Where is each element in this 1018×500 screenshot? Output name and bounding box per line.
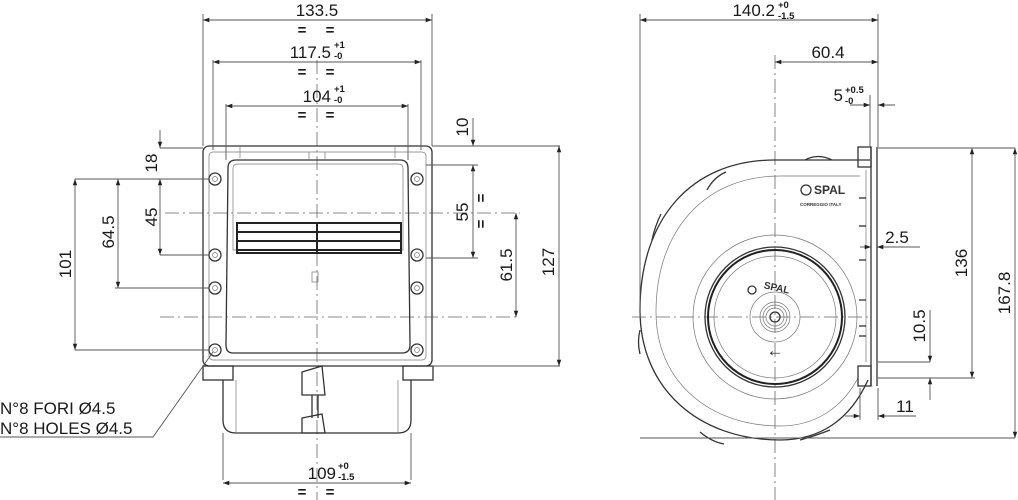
wheel-brand-label: SPAL (763, 280, 791, 296)
rotation-arrow-icon: ← (767, 341, 784, 360)
symmetry-mark: = (298, 107, 307, 124)
symmetry-mark: = (326, 64, 335, 81)
dim-overall-height: 127 (539, 248, 558, 276)
tol-minus: -1.5 (778, 11, 795, 22)
dim-wall-gap: 2.5 (885, 228, 909, 247)
impeller-blades-icon (236, 222, 402, 254)
holes-note-it: N°8 FORI Ø4.5 (0, 399, 115, 418)
dim-hole-spacing-mid: 64.5 (99, 215, 118, 248)
dim-flange-thickness: 5 (834, 86, 843, 105)
symmetry-mark: = (326, 22, 335, 39)
mounting-holes (208, 172, 424, 357)
dim-top-offset: 18 (142, 154, 161, 173)
symmetry-mark: = (473, 219, 490, 228)
dim-overall-depth: 140.2 (732, 1, 775, 20)
dim-outlet-height: 55 (453, 203, 472, 222)
dim-hole-spacing-upper: 45 (142, 208, 161, 227)
dim-center-offset: 61.5 (497, 248, 516, 281)
tol-plus: +1 (334, 84, 346, 95)
symmetry-mark: = (298, 64, 307, 81)
side-view: SPAL ← SPAL CORREGGIO ITALY (632, 0, 1018, 500)
dim-hole-spacing-outer: 101 (56, 250, 75, 278)
symmetry-mark: = (298, 484, 307, 500)
front-view: 133.5 = = 117.5 +1 -0 = = 104 +1 -0 = = … (0, 1, 562, 500)
symmetry-mark: = (326, 484, 335, 500)
tol-plus: +1 (334, 40, 346, 51)
dim-overall-width: 133.5 (296, 1, 339, 20)
dim-hole-spacing-width: 104 (303, 87, 331, 106)
symmetry-mark: = (473, 193, 490, 202)
dim-bottom-width: 109 (308, 464, 336, 483)
housing-brand-label: SPAL (814, 183, 845, 197)
dim-lower-offset: 10.5 (910, 309, 929, 342)
symmetry-mark: = (326, 107, 335, 124)
tol-minus: -0 (845, 96, 853, 107)
holes-note-en: N°8 HOLES Ø4.5 (0, 419, 132, 438)
dim-bottom-offset: 11 (896, 397, 914, 416)
tol-minus: -0 (334, 95, 342, 106)
housing-brand-subtext: CORREGGIO ITALY (800, 202, 842, 207)
spal-logo-icon (800, 184, 812, 196)
tol-plus: +0.5 (845, 85, 864, 96)
spal-logo-icon (747, 285, 757, 295)
dim-overall-height-side: 167.8 (995, 272, 1014, 315)
dim-axis-offset: 60.4 (811, 43, 844, 62)
symmetry-mark: = (298, 22, 307, 39)
dim-flange-width: 117.5 (290, 43, 331, 62)
tol-minus: -1.5 (338, 472, 355, 483)
dim-top-margin: 10 (453, 118, 472, 137)
dim-flange-height: 136 (952, 249, 971, 277)
tol-plus: +0 (778, 0, 789, 11)
tol-minus: -0 (334, 51, 342, 62)
tol-plus: +0 (338, 461, 349, 472)
